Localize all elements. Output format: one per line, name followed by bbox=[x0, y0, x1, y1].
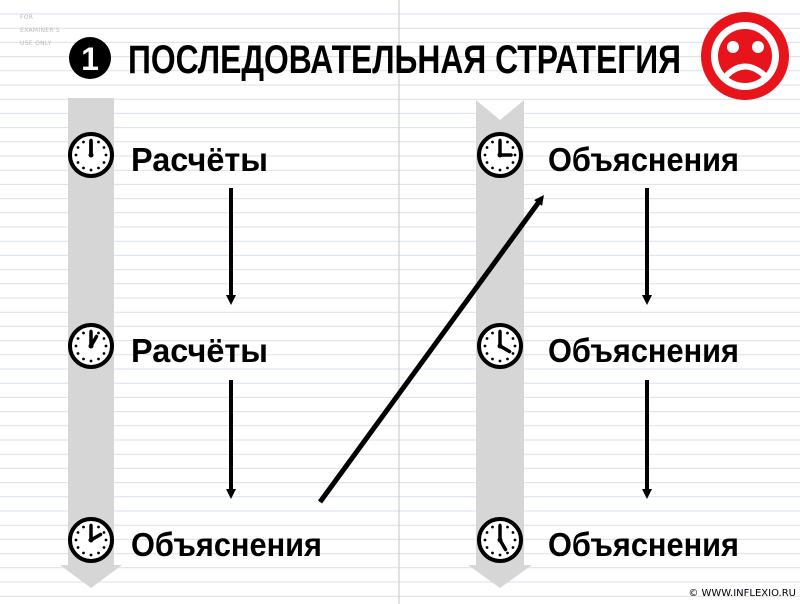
clock-icon-2 bbox=[68, 517, 114, 563]
clock-icon-3 bbox=[477, 132, 523, 178]
left-step-3-label: Объяснения bbox=[131, 526, 322, 563]
examiner-margin-note: FOR EXAMINER'S USE ONLY bbox=[20, 14, 60, 47]
clock-icon-5 bbox=[477, 517, 523, 563]
arrow-left-3-to-right-1 bbox=[317, 194, 544, 504]
clock-icon-4 bbox=[477, 323, 523, 369]
step-number: 1 bbox=[81, 41, 99, 77]
page-title: ПОСЛЕДОВАТЕЛЬНАЯ СТРАТЕГИЯ bbox=[128, 38, 681, 82]
sad-face-icon bbox=[701, 12, 789, 100]
margin-note-line-2: EXAMINER'S bbox=[20, 27, 60, 34]
margin-note-line-3: USE ONLY bbox=[20, 40, 52, 47]
ruled-paper-lines bbox=[0, 13, 800, 597]
clock-icon-1 bbox=[68, 323, 114, 369]
left-step-2-label: Расчёты bbox=[131, 332, 268, 369]
right-step-1-label: Объяснения bbox=[548, 141, 739, 178]
copyright-text: © WWW.INFLEXIO.RU bbox=[688, 588, 796, 599]
margin-note-line-1: FOR bbox=[20, 14, 33, 21]
right-step-2-label: Объяснения bbox=[548, 332, 739, 369]
clock-icon-12 bbox=[68, 132, 114, 178]
left-step-1-label: Расчёты bbox=[131, 141, 268, 178]
title-row: 1 ПОСЛЕДОВАТЕЛЬНАЯ СТРАТЕГИЯ bbox=[69, 37, 681, 82]
right-step-3-label: Объяснения bbox=[548, 526, 739, 563]
step-number-badge bbox=[69, 37, 111, 79]
